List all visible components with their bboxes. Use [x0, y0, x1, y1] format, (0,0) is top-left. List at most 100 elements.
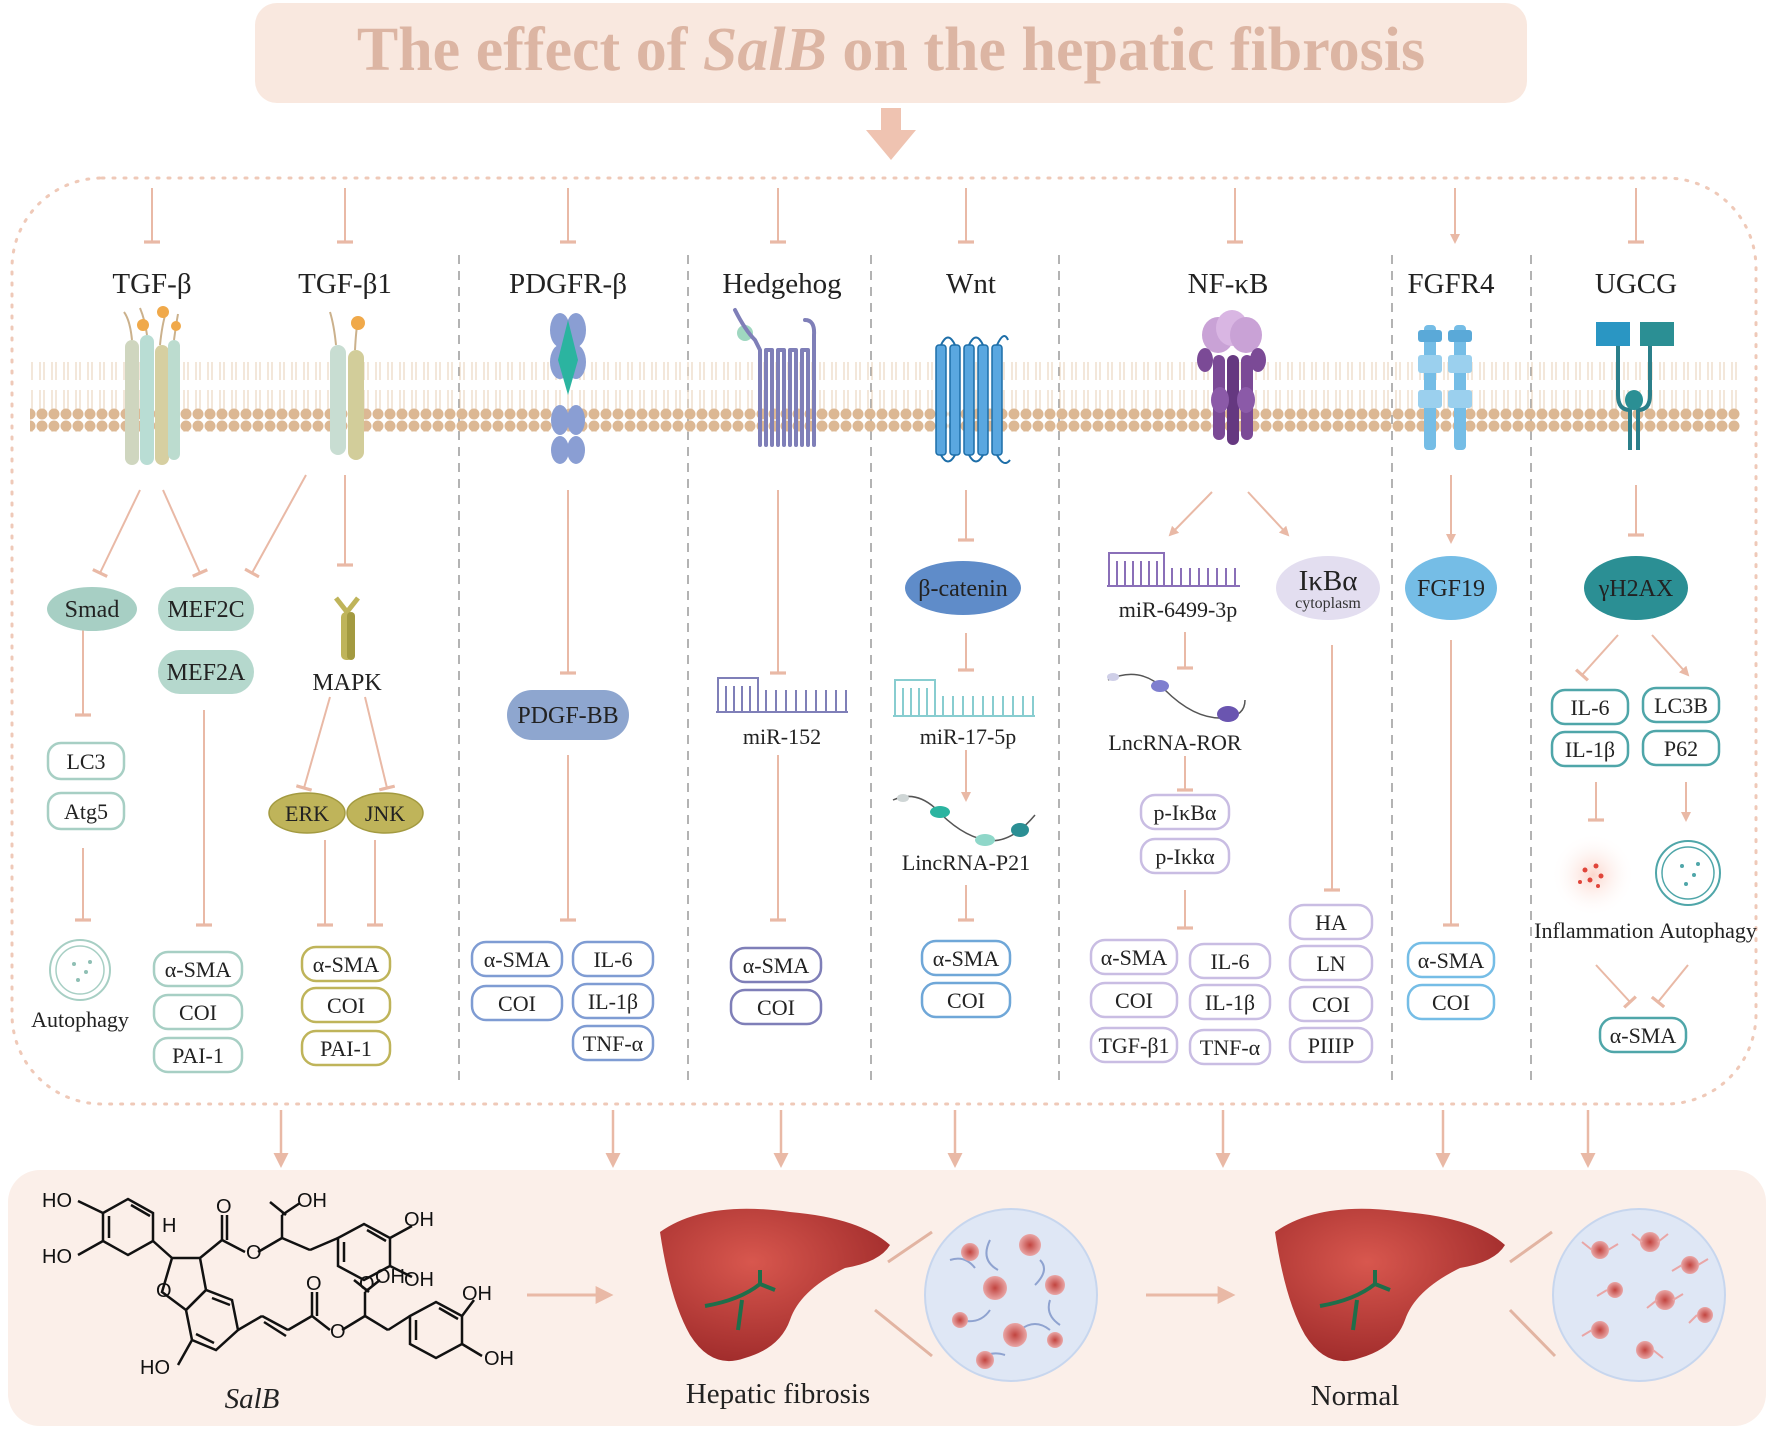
svg-text:O: O	[306, 1273, 322, 1295]
nfkb-receptor	[1197, 310, 1266, 445]
node-smad-shape	[47, 587, 137, 631]
svg-text:OH: OH	[297, 1190, 327, 1212]
node-pikba-shape	[1139, 793, 1231, 831]
lncror-icon	[1107, 673, 1246, 722]
node-inflammation: Inflammation	[1534, 918, 1654, 943]
output-nfkb-il1b: IL-1β	[1205, 990, 1255, 1015]
node-fgf19-shape	[1405, 556, 1497, 620]
node-autophagy2: Autophagy	[1659, 918, 1757, 943]
fibrosis-zoom-lines	[874, 1230, 933, 1358]
pathway-label-hedgehog: Hedgehog	[722, 268, 841, 300]
pdgfrb-receptor	[550, 313, 586, 464]
normal-tissue-circle	[1552, 1208, 1726, 1382]
title-banner: The effect of SalB on the hepatic fibros…	[255, 3, 1527, 103]
outputs-nfkb: α-SMA COI TGF-β1 IL-6 IL-1β TNF-α HA LN …	[1089, 903, 1374, 1066]
node-gh2ax-shape	[1584, 556, 1688, 620]
node-mef2a-shape	[158, 650, 254, 694]
svg-text:OH: OH	[404, 1269, 434, 1291]
output-nfkb-tgfb1: TGF-β1	[1098, 1033, 1169, 1058]
node-pikka: p-Iκkα	[1155, 844, 1215, 869]
node-lc3b: LC3B	[1654, 693, 1708, 718]
fibrosis-label: Hepatic fibrosis	[686, 1378, 870, 1410]
autophagy-icon	[49, 939, 111, 1001]
output-nfkb-coi2: COI	[1312, 992, 1350, 1017]
output-pdgf-coi: COI	[498, 991, 536, 1016]
node-il6: IL-6	[1570, 695, 1609, 720]
svg-text:O: O	[246, 1242, 262, 1264]
output-mef-asma: α-SMA	[165, 957, 232, 982]
tgfb1-receptor	[329, 311, 365, 460]
autophagy-ugcg-icon	[1655, 840, 1721, 906]
output-nfkb-piiip: PIIIP	[1308, 1033, 1354, 1058]
node-asma-ugcg-shape	[1598, 1016, 1688, 1054]
output-nfkb-ln: LN	[1316, 951, 1345, 976]
salb-label: SalB	[225, 1383, 280, 1415]
node-lncror: LncRNA-ROR	[1108, 730, 1242, 755]
output-pdgf-il6: IL-6	[593, 947, 632, 972]
node-bcatenin-shape	[905, 561, 1021, 615]
output-nfkb-asma: α-SMA	[1101, 945, 1168, 970]
node-ikba: IκBα	[1299, 565, 1358, 597]
normal-liver-icon	[1275, 1208, 1505, 1362]
svg-text:HO: HO	[42, 1246, 72, 1268]
node-mir152: miR-152	[743, 724, 821, 749]
pathway-label-fgfr4: FGFR4	[1407, 268, 1495, 300]
outputs-hedgehog: α-SMA COI	[729, 946, 823, 1026]
mapk-icon	[334, 596, 360, 660]
node-mef2a: MEF2A	[167, 660, 246, 686]
ugcg-receptor	[1596, 322, 1674, 450]
output-mapk-asma: α-SMA	[313, 952, 380, 977]
outputs-wnt: α-SMA COI	[920, 939, 1012, 1019]
outputs-mef: α-SMA COI PAI-1	[152, 950, 244, 1074]
svg-text:OH: OH	[484, 1348, 514, 1370]
mir152-icon	[716, 677, 848, 713]
svg-text:O: O	[330, 1321, 346, 1343]
fgfr4-receptor	[1418, 325, 1472, 450]
output-mapk-pai1: PAI-1	[320, 1036, 372, 1061]
node-p62: P62	[1664, 736, 1698, 761]
node-fgf19: FGF19	[1417, 576, 1485, 602]
svg-text:OH: OH	[404, 1209, 434, 1231]
output-hh-asma: α-SMA	[743, 953, 810, 978]
node-p62-shape	[1641, 729, 1721, 767]
title-down-arrow	[866, 108, 916, 160]
output-wnt-coi: COI	[947, 988, 985, 1013]
outputs-fgfr4: α-SMA COI	[1406, 941, 1496, 1021]
node-pikba: p-IκBα	[1154, 800, 1217, 825]
pathway-label-tgfb: TGF-β	[112, 268, 191, 300]
wnt-receptor	[935, 335, 1011, 465]
node-cytoplasm: cytoplasm	[1295, 595, 1361, 612]
salb-atom-labels: HO HO H O O O OH OH OH HO O O O OH OH OH	[42, 1190, 514, 1379]
pathway-label-ugcg: UGCG	[1595, 268, 1677, 300]
output-fgfr4-coi: COI	[1432, 990, 1470, 1015]
down-arrows	[273, 1110, 1596, 1168]
output-nfkb-ha: HA	[1315, 910, 1347, 935]
pathways-frame	[10, 176, 1758, 1106]
tgfb-receptor	[123, 306, 181, 465]
output-nfkb-il6: IL-6	[1210, 949, 1249, 974]
outputs-pdgf: α-SMA COI IL-6 IL-1β TNF-α	[470, 940, 655, 1062]
output-hh-coi: COI	[757, 995, 795, 1020]
page-title: The effect of SalB on the hepatic fibros…	[357, 16, 1425, 84]
svg-text:HO: HO	[140, 1357, 170, 1379]
node-atg5-shape	[46, 791, 126, 831]
node-mir17: miR-17-5p	[920, 724, 1017, 749]
top-regulation-lines	[144, 188, 1644, 244]
pathway-connectors	[75, 474, 1691, 1009]
node-pdgfbb-shape	[507, 690, 629, 740]
node-erk: ERK	[285, 801, 329, 826]
node-mef2c: MEF2C	[167, 597, 244, 623]
output-mef-pai1: PAI-1	[172, 1043, 224, 1068]
node-erk-shape	[268, 792, 346, 834]
output-pdgf-il1b: IL-1β	[588, 989, 638, 1014]
node-jnk: JNK	[365, 801, 405, 826]
svg-text:OH: OH	[375, 1266, 405, 1288]
svg-text:OH: OH	[462, 1283, 492, 1305]
fibrotic-tissue-circle	[924, 1208, 1098, 1382]
node-lc3b-shape	[1641, 686, 1721, 724]
pathway-label-tgfb1: TGF-β1	[298, 268, 392, 300]
node-il6-shape	[1550, 688, 1630, 726]
fibrotic-liver-icon	[660, 1208, 890, 1362]
node-lc3: LC3	[66, 749, 105, 774]
